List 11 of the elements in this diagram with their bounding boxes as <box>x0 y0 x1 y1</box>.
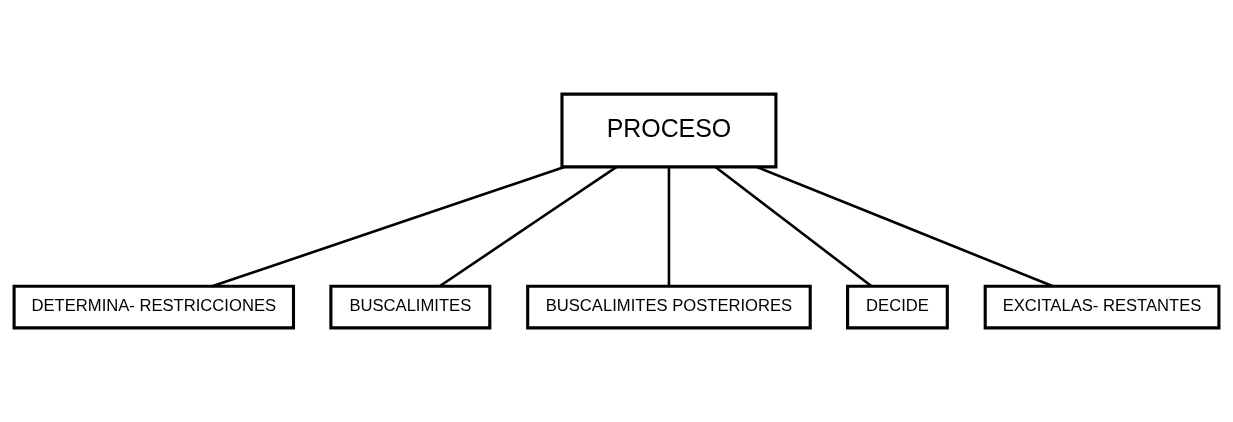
node-box: DETERMINA- RESTRICCIONES <box>12 284 296 330</box>
connector <box>211 165 565 288</box>
node-box: BUSCALIMITES POSTERIORES <box>526 284 812 330</box>
node-box: BUSCALIMITES <box>329 284 492 330</box>
connector <box>756 165 1054 288</box>
node-box: DECIDE <box>846 284 949 330</box>
connector <box>438 166 618 288</box>
connector <box>714 166 873 288</box>
connector <box>667 167 671 287</box>
node-box: PROCESO <box>560 92 778 169</box>
node-box: EXCITALAS- RESTANTES <box>983 284 1221 330</box>
